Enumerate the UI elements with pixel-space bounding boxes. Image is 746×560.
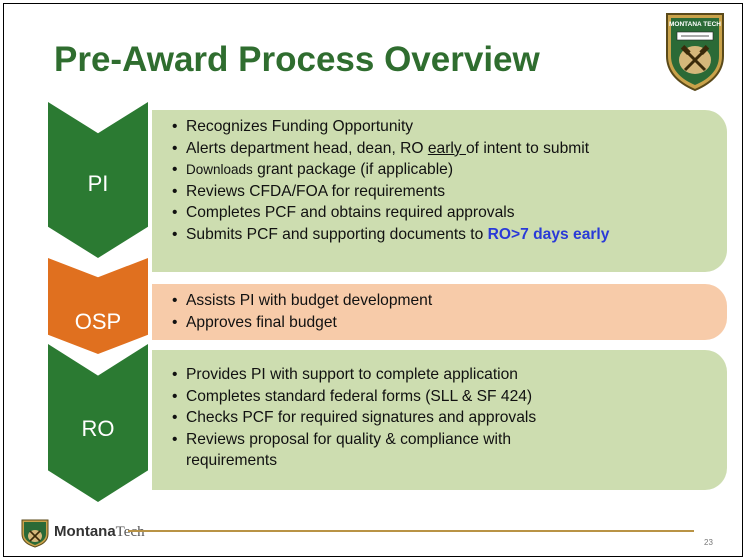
pi-stage-box: Recognizes Funding Opportunity Alerts de… (152, 110, 727, 272)
osp-stage-label: OSP (74, 309, 122, 334)
pi-task-list: Recognizes Funding Opportunity Alerts de… (172, 116, 719, 245)
slide-title: Pre-Award Process Overview (54, 40, 540, 79)
list-item: Submits PCF and supporting documents to … (172, 224, 719, 246)
list-item: Recognizes Funding Opportunity (172, 116, 719, 138)
ro-stage-box: Provides PI with support to complete app… (152, 350, 727, 490)
osp-task-list: Assists PI with budget development Appro… (172, 290, 719, 333)
svg-text:MONTANA TECH: MONTANA TECH (669, 21, 721, 28)
osp-chevron (48, 258, 148, 354)
ro-stage-label: RO (81, 416, 115, 441)
list-item: Alerts department head, dean, RO early o… (172, 138, 719, 160)
montana-tech-footer-logo (21, 519, 49, 548)
list-item: Completes PCF and obtains required appro… (172, 202, 719, 224)
page-number: 23 (704, 538, 713, 547)
osp-stage-box: Assists PI with budget development Appro… (152, 284, 727, 340)
list-item: Provides PI with support to complete app… (172, 364, 719, 386)
footer-divider (128, 530, 694, 532)
list-item: Reviews proposal for quality & complianc… (172, 429, 719, 472)
slide: Pre-Award Process Overview MONTANA TECH … (3, 3, 743, 557)
ro-task-list: Provides PI with support to complete app… (172, 364, 719, 472)
pi-stage-label: PI (87, 171, 109, 196)
list-item: Approves final budget (172, 312, 719, 334)
montana-tech-badge-logo: MONTANA TECH (666, 13, 724, 92)
list-item: Checks PCF for required signatures and a… (172, 407, 719, 429)
list-item: Assists PI with budget development (172, 290, 719, 312)
list-item: Reviews CFDA/FOA for requirements (172, 181, 719, 203)
footer-brand: MontanaTech (54, 523, 145, 540)
list-item: Completes standard federal forms (SLL & … (172, 386, 719, 408)
list-item: Downloads grant package (if applicable) (172, 159, 719, 181)
